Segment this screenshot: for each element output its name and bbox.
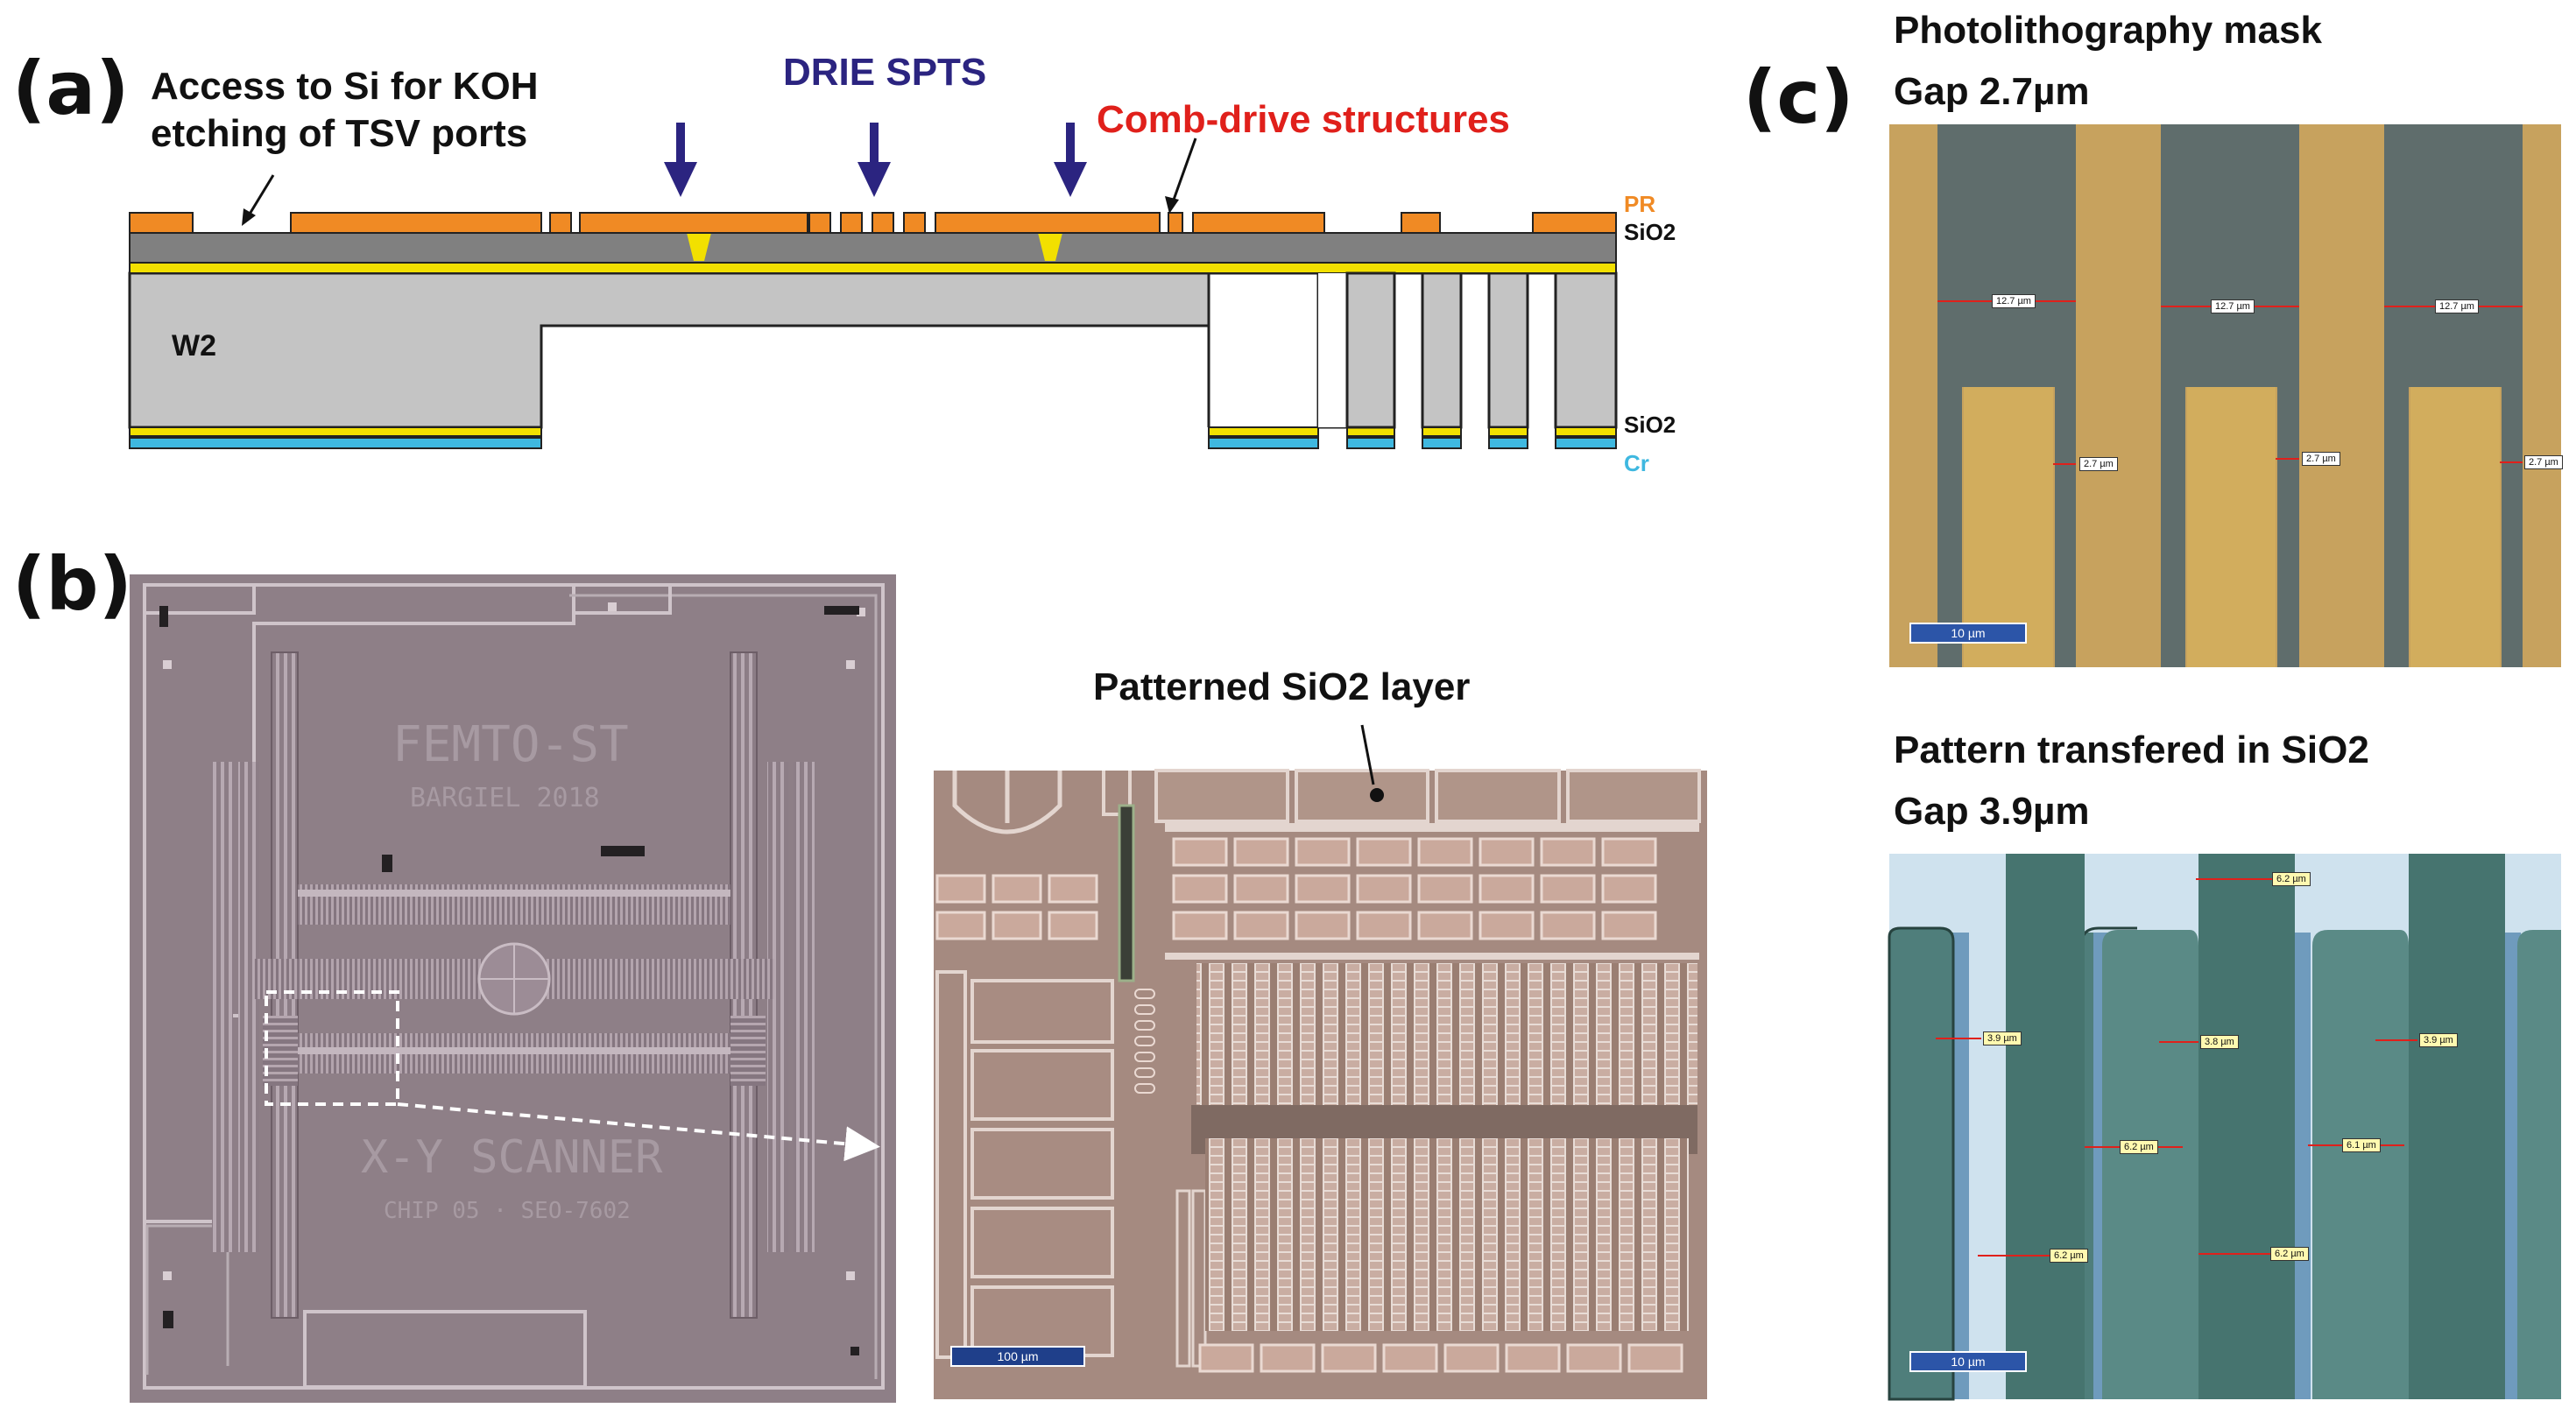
zoom-arrow xyxy=(397,1102,880,1162)
metal-layer-top xyxy=(129,262,1617,274)
photoresist-layer xyxy=(129,212,1617,234)
drie-arrow-3 xyxy=(1054,123,1087,197)
sio2-layer-top xyxy=(129,232,1617,264)
sio2-measure-8: 6.2 µm xyxy=(2270,1247,2309,1261)
mask-measure-wide-2: 12.7 µm xyxy=(2211,299,2255,313)
chip-subtitle-text: BARGIEL 2018 xyxy=(410,783,600,813)
mask-measure-gap-1: 2.7 µm xyxy=(2079,457,2118,471)
comb-pointer-line xyxy=(1172,137,1197,201)
sio2-scale-text: 10 µm xyxy=(1951,1355,1986,1369)
sio2-measure-7: 6.2 µm xyxy=(2050,1249,2088,1263)
access-annotation-line-1: Access to Si for KOH xyxy=(151,65,539,108)
layer-label-cr: Cr xyxy=(1624,450,1649,476)
layer-label-w2: W2 xyxy=(172,329,216,363)
sio2-title-line-2: Gap 3.9µm xyxy=(1894,790,2090,833)
sio2-micrograph xyxy=(1888,854,2561,1401)
zoom-scale-bar xyxy=(950,1346,1085,1367)
cr-layer xyxy=(129,437,1617,449)
access-pointer-head xyxy=(242,208,256,226)
sio2-layer-bottom xyxy=(129,426,1617,437)
mask-measure-wide-1: 12.7 µm xyxy=(1992,294,2036,308)
chip-code-text: CHIP 05 · SEO-7602 xyxy=(384,1198,631,1224)
sio2-measure-1: 6.2 µm xyxy=(2272,872,2311,886)
sio2-measure-5: 6.2 µm xyxy=(2120,1140,2158,1154)
mask-scale-bar xyxy=(1909,623,2027,644)
drie-arrow-2 xyxy=(857,123,891,197)
layer-label-pr: PR xyxy=(1624,191,1656,217)
cross-section-diagram xyxy=(128,123,1618,449)
zoom-annotation: Patterned SiO2 layer xyxy=(1093,665,1471,708)
mask-measure-wide-3: 12.7 µm xyxy=(2435,299,2479,313)
sio2-title-line-1: Pattern transfered in SiO2 xyxy=(1894,729,2369,771)
layer-label-sio2-top: SiO2 xyxy=(1624,219,1676,245)
chip-name-text: X-Y SCANNER xyxy=(361,1131,663,1184)
chip-title-text: FEMTO-ST xyxy=(392,716,629,773)
sio2-measure-2: 3.9 µm xyxy=(1983,1031,2022,1045)
zoom-scale-text: 100 µm xyxy=(997,1349,1039,1363)
drie-arrow-1 xyxy=(664,123,697,197)
mask-title-line-2: Gap 2.7µm xyxy=(1894,70,2090,113)
mask-scale-text: 10 µm xyxy=(1951,626,1986,640)
mask-measure-gap-3: 2.7 µm xyxy=(2524,455,2563,469)
mask-measure-gap-2: 2.7 µm xyxy=(2302,452,2340,466)
comb-annotation: Comb-drive structures xyxy=(1097,98,1510,141)
panel-c-label: (c) xyxy=(1743,54,1854,140)
access-pointer-line xyxy=(247,174,275,216)
w2-substrate xyxy=(128,271,1618,429)
drie-annotation: DRIE SPTS xyxy=(783,51,987,94)
comb-pointer-head xyxy=(1165,196,1179,214)
drie-arrows xyxy=(664,123,1087,197)
drie-trench-2 xyxy=(1038,233,1062,261)
drie-trench-1 xyxy=(687,233,711,261)
sio2-measure-4: 3.9 µm xyxy=(2419,1033,2458,1047)
panel-a-label: (a) xyxy=(12,46,130,131)
mask-micrograph xyxy=(1889,124,2561,667)
zoom-micrograph xyxy=(934,724,1707,1399)
layer-label-sio2-bottom: SiO2 xyxy=(1624,412,1676,438)
mask-title-line-1: Photolithography mask xyxy=(1894,9,2322,52)
panel-b-label: (b) xyxy=(12,541,132,627)
sio2-measure-6: 6.1 µm xyxy=(2342,1138,2381,1152)
chip-micrograph xyxy=(130,574,896,1403)
sio2-scale-bar xyxy=(1909,1351,2027,1372)
access-annotation-line-2: etching of TSV ports xyxy=(151,112,528,155)
sio2-measure-3: 3.8 µm xyxy=(2200,1035,2239,1049)
zoom-region-box xyxy=(265,990,399,1106)
